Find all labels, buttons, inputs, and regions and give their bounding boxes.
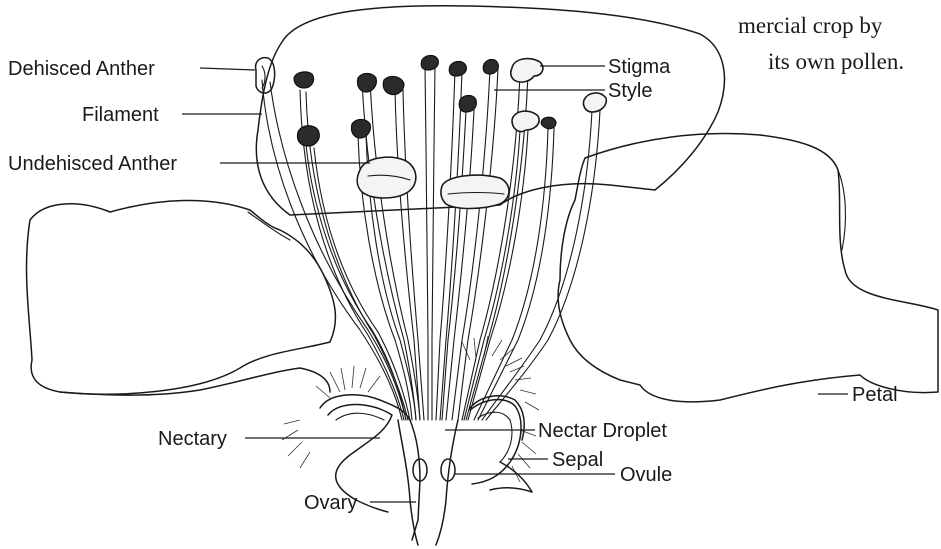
label-style: Style (608, 80, 652, 102)
sepal (490, 462, 532, 492)
label-ovule: Ovule (620, 464, 672, 486)
caption-line-2: its own pollen. (768, 49, 904, 74)
label-ovary: Ovary (304, 492, 357, 514)
ovary (398, 420, 458, 545)
label-nectar-droplet: Nectar Droplet (538, 420, 667, 442)
label-stigma: Stigma (608, 56, 671, 78)
label-petal: Petal (852, 384, 898, 406)
caption-fragment: mercial crop by its own pollen. (738, 13, 904, 74)
label-dehisced-anther: Dehisced Anther (8, 58, 155, 80)
receptacle (320, 395, 524, 540)
leader-lines (182, 66, 848, 502)
leader-dehisced-anther (200, 68, 255, 70)
label-undehisced-anther: Undehisced Anther (8, 153, 177, 175)
label-nectary: Nectary (158, 428, 227, 450)
petal-right (558, 134, 938, 402)
petal-lower-left (60, 368, 330, 395)
petal-left (27, 200, 336, 394)
label-filament: Filament (82, 104, 159, 126)
caption-line-1: mercial crop by (738, 13, 883, 38)
pistil (320, 395, 532, 545)
label-sepal: Sepal (552, 449, 603, 471)
